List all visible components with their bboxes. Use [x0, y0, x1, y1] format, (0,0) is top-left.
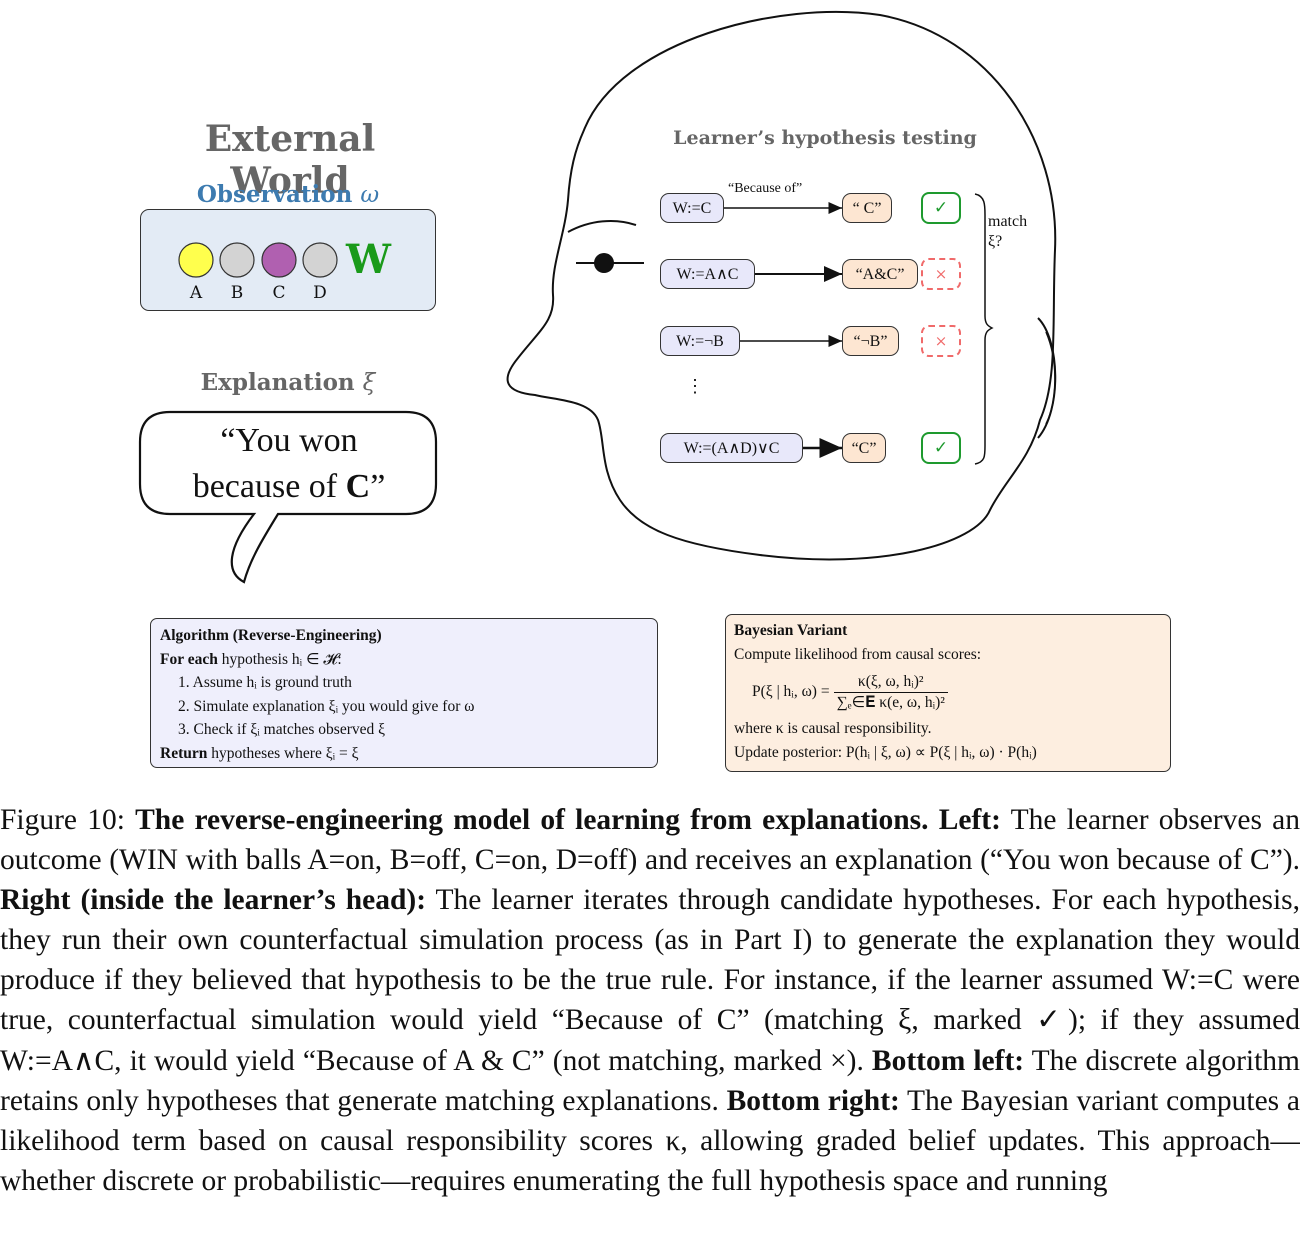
- ball-label-b: B: [230, 283, 244, 303]
- ball-label-a: A: [189, 283, 203, 303]
- observation-symbol: ω: [360, 182, 380, 208]
- result-1: “ C”: [842, 193, 892, 223]
- algorithm-return-rest: hypotheses where ξᵢ = ξ: [207, 744, 359, 762]
- formula-denominator: ∑ₑ∈𝐄 κ(e, ω, hᵢ)²: [836, 693, 945, 711]
- algorithm-box: Algorithm (Reverse-Engineering) For each…: [150, 618, 658, 768]
- caption-br-bold: Bottom right:: [726, 1084, 900, 1117]
- formula-numerator: κ(ξ, ω, hᵢ)²: [833, 672, 948, 693]
- ball-label-d: D: [313, 283, 327, 303]
- algorithm-title: Algorithm (Reverse-Engineering): [160, 627, 382, 644]
- hypothesis-2: W:=A∧C: [660, 259, 755, 289]
- match-check-icon: ✓: [921, 192, 961, 224]
- hypothesis-4: W:=(A∧D)∨C: [660, 433, 803, 463]
- caption-left-text: The learner observes an outcome (WIN wit…: [0, 804, 1300, 877]
- explanation-title: Explanation ξ: [140, 369, 436, 396]
- caption-br-text: The Bayesian variant computes a likeliho…: [0, 1084, 1300, 1197]
- caption-left-bold: Left:: [938, 804, 1001, 836]
- speech-line-2-bold: C: [345, 468, 371, 505]
- algorithm-for-each-bold: For each: [160, 650, 218, 668]
- speech-line-2-post: ”: [370, 468, 386, 505]
- result-2: “A&C”: [842, 259, 918, 289]
- speech-bubble: [138, 410, 438, 584]
- figure-caption: Figure 10: The reverse-engineering model…: [0, 800, 1300, 1201]
- explanation-symbol: ξ: [362, 370, 376, 396]
- bayesian-box: Bayesian Variant Compute likelihood from…: [725, 614, 1171, 772]
- mismatch-x-icon: ×: [921, 325, 961, 357]
- algorithm-return: Return hypotheses where ξᵢ = ξ: [160, 742, 648, 766]
- match-check-icon: ✓: [921, 432, 961, 464]
- speech-line-2-pre: because of: [192, 468, 346, 505]
- speech-line-1: “You won: [220, 422, 358, 459]
- caption-bl-text: The discrete algorithm retains only hypo…: [0, 1044, 1300, 1117]
- algorithm-return-bold: Return: [160, 744, 208, 762]
- algorithm-for-each-rest: hypothesis hᵢ ∈ 𝓗:: [217, 650, 342, 668]
- figure: External World Observation ω A B C D W E…: [138, 10, 1171, 772]
- head-outline: [506, 10, 1057, 561]
- bayesian-line-2: where κ is causal responsibility.: [734, 720, 932, 737]
- match-label-2: ξ?: [988, 233, 1003, 250]
- match-label-1: match: [988, 213, 1028, 230]
- bayesian-formula: P(ξ | hᵢ, ω) = κ(ξ, ω, hᵢ)² ∑ₑ∈𝐄 κ(e, ω,…: [734, 667, 1162, 717]
- algorithm-step-2: 2. Simulate explanation ξᵢ you would giv…: [178, 697, 475, 715]
- explanation-label: Explanation: [200, 369, 355, 396]
- speech-text: “You won because of C”: [142, 418, 436, 510]
- mismatch-x-icon: ×: [921, 258, 961, 290]
- bayesian-title: Bayesian Variant: [734, 622, 848, 639]
- outcome-win: W: [346, 236, 391, 283]
- result-4: “C”: [842, 433, 886, 463]
- bayesian-line-1: Compute likelihood from causal scores:: [734, 646, 982, 663]
- formula-fraction: κ(ξ, ω, hᵢ)² ∑ₑ∈𝐄 κ(e, ω, hᵢ)²: [833, 672, 948, 713]
- result-3: “¬B”: [842, 326, 899, 356]
- caption-right-text: The learner iterates through candidate h…: [0, 884, 1300, 1077]
- eyebrow: [567, 220, 637, 233]
- algorithm-step-1: 1. Assume hᵢ is ground truth: [178, 674, 352, 691]
- caption-right-bold: Right (inside the learner’s head):: [0, 884, 427, 917]
- match-label: match ξ?: [988, 212, 1027, 252]
- speech-line-2: because of C”: [142, 464, 436, 510]
- ear-arc-2: [1045, 331, 1056, 425]
- vertical-dots: ⋮: [686, 376, 704, 397]
- observation-label: Observation: [196, 181, 353, 208]
- external-world-title: External World: [204, 118, 376, 202]
- caption-fig-label: Figure 10:: [0, 804, 136, 836]
- hypothesis-1: W:=C: [660, 193, 724, 223]
- match-brace: [974, 193, 994, 465]
- ball-label-c: C: [272, 283, 286, 303]
- formula-lhs: P(ξ | hᵢ, ω) =: [752, 683, 830, 700]
- hypothesis-3: W:=¬B: [660, 326, 740, 356]
- eye-pupil: [594, 253, 614, 273]
- caption-bl-bold: Bottom left:: [871, 1044, 1025, 1077]
- bayesian-line-3: Update posterior: P(hᵢ | ξ, ω) ∝ P(ξ | h…: [734, 744, 1037, 761]
- because-label: “Because of”: [728, 181, 803, 196]
- algorithm-step-3: 3. Check if ξᵢ matches observed ξ: [178, 721, 386, 738]
- head-title: Learner’s hypothesis testing: [673, 127, 977, 149]
- algorithm-for-each: For each hypothesis hᵢ ∈ 𝓗:: [160, 648, 648, 672]
- observation-title: Observation ω: [140, 181, 436, 208]
- caption-title: The reverse-engineering model of learnin…: [135, 804, 929, 836]
